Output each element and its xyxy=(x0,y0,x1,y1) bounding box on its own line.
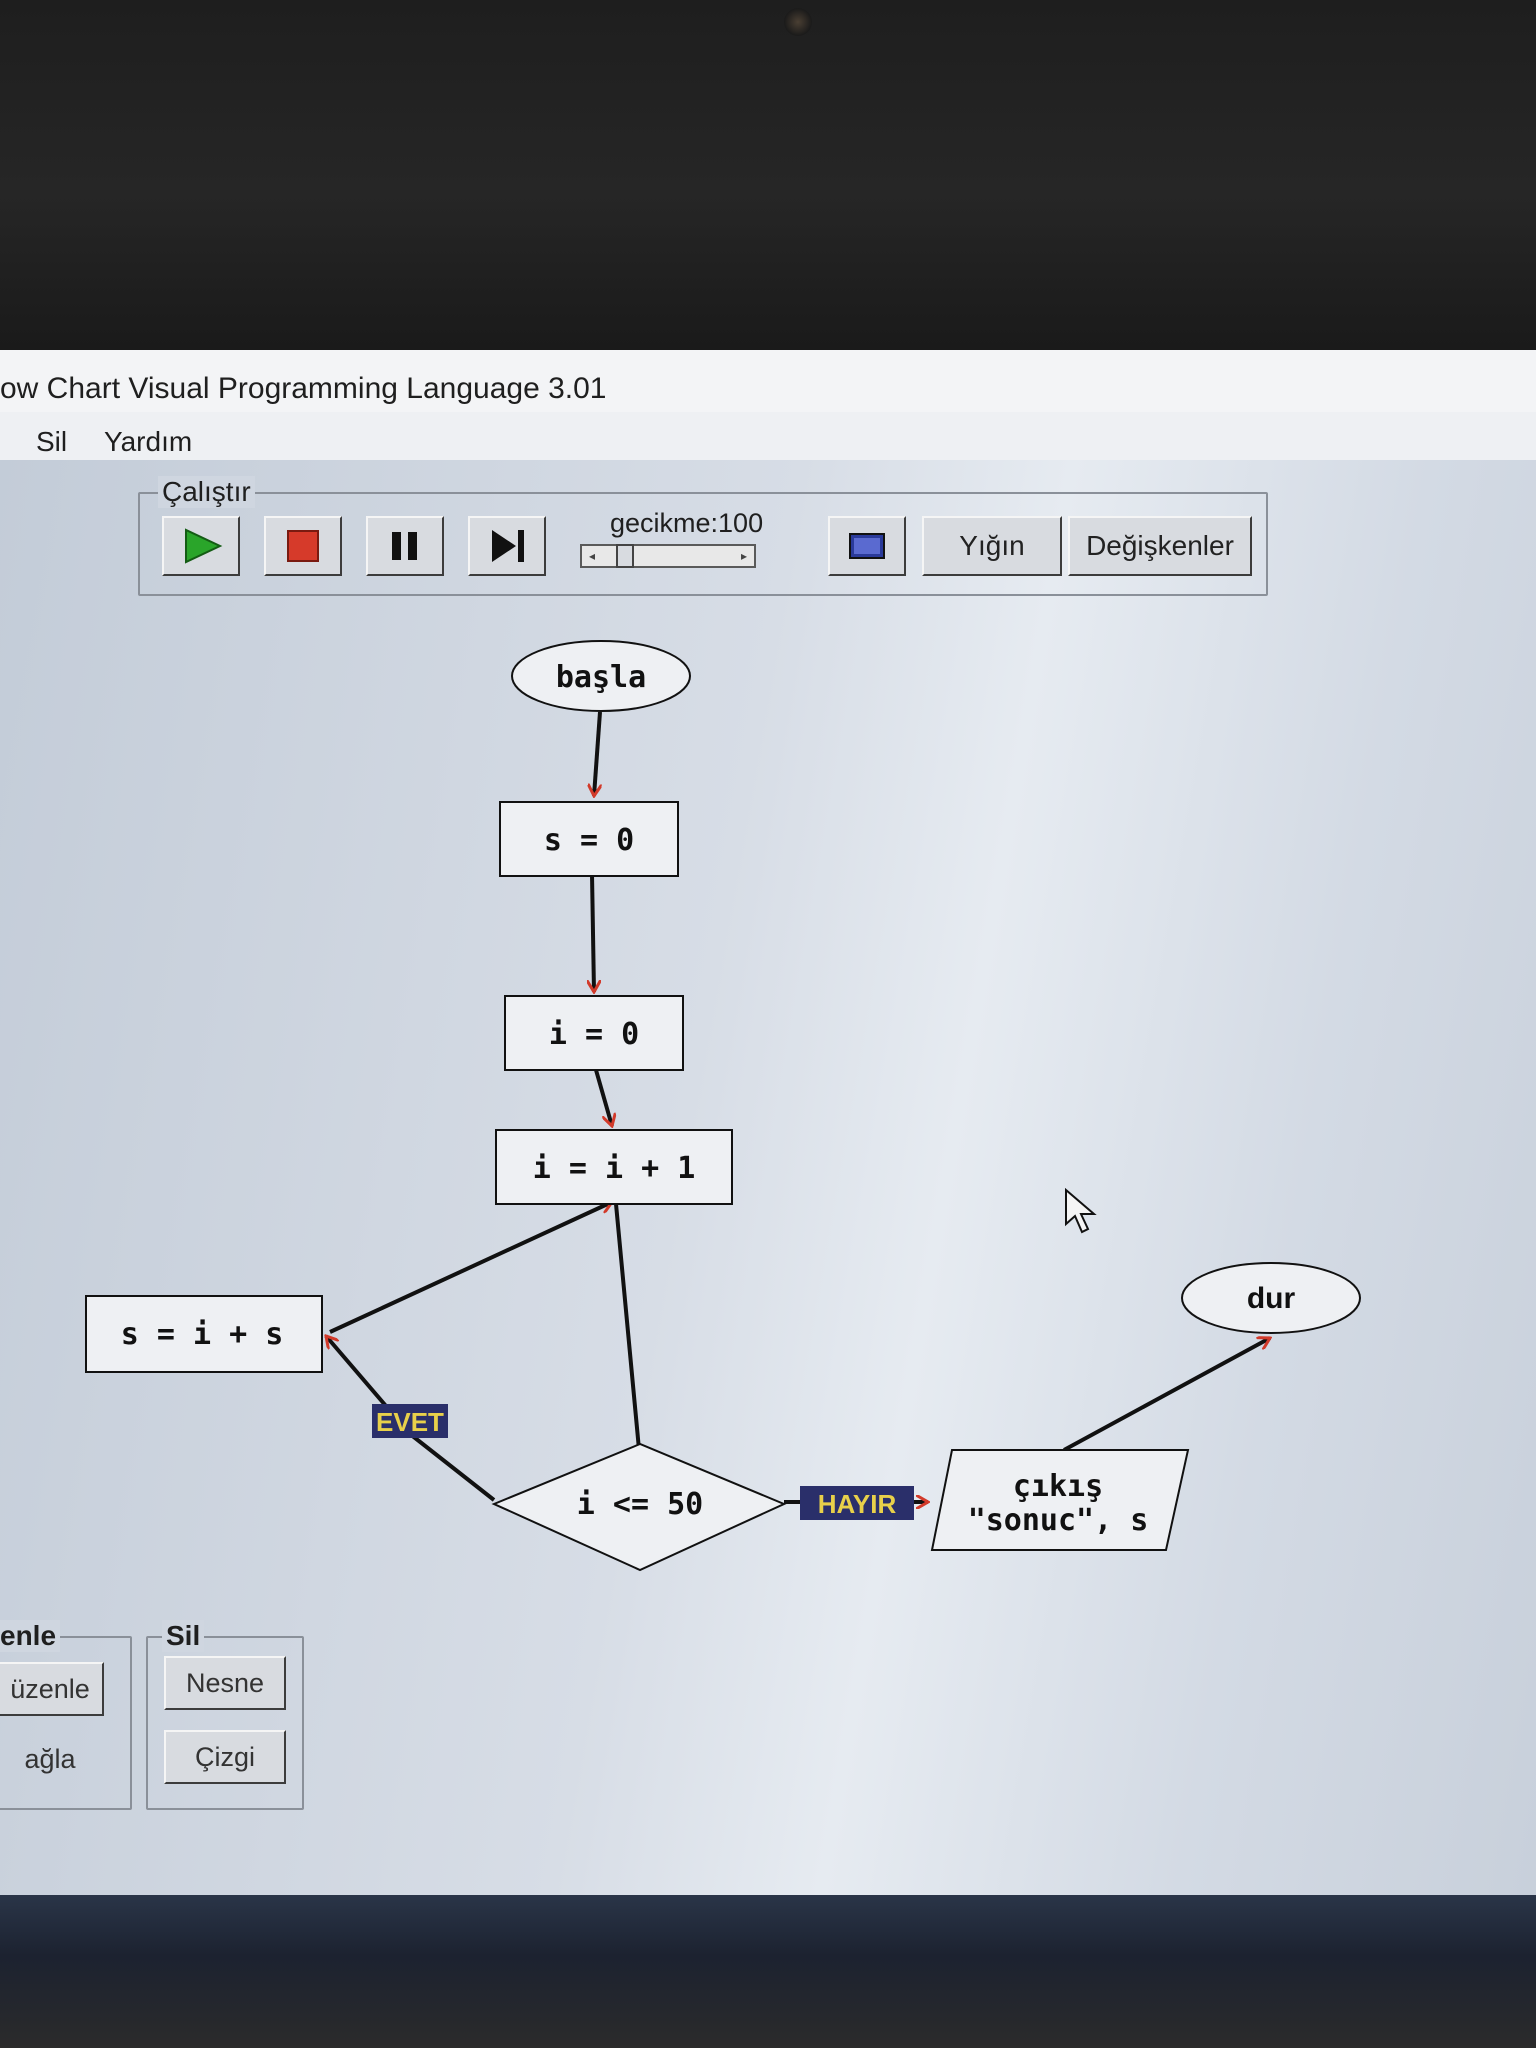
connect-button[interactable]: ağla xyxy=(24,1743,76,1774)
delay-label: gecikme:100 xyxy=(610,508,764,538)
stop-icon xyxy=(287,530,319,562)
menu-bar xyxy=(0,412,1536,460)
run-toolbar: Çalıştır xyxy=(138,476,1268,596)
title-bar: ow Chart Visual Programming Language 3.0… xyxy=(0,350,1536,412)
increment-label: i = i + 1 xyxy=(533,1151,696,1186)
flowchart-canvas[interactable]: Çalıştır xyxy=(0,460,1536,1895)
start-node[interactable] xyxy=(511,640,691,712)
condition-label: i <= 50 xyxy=(577,1487,703,1522)
mouse-cursor-icon xyxy=(1065,1188,1097,1234)
assign-s-node[interactable] xyxy=(499,801,679,877)
screen-button[interactable] xyxy=(828,516,906,576)
assign-s-label: s = 0 xyxy=(544,823,634,858)
slider-left-arrow-icon[interactable]: ◂ xyxy=(588,549,596,563)
yes-badge xyxy=(372,1404,448,1438)
arrow-s0-to-i0[interactable] xyxy=(592,873,594,992)
monitor-bezel-top xyxy=(0,0,1536,350)
arrow-increment-to-condition[interactable] xyxy=(614,1203,640,1460)
stop-button[interactable] xyxy=(264,516,342,576)
condition-node[interactable] xyxy=(491,1442,787,1572)
arrow-sum-to-increment[interactable] xyxy=(329,1202,612,1334)
screen-icon xyxy=(849,533,885,559)
no-label: HAYIR xyxy=(818,1489,897,1519)
edit-button[interactable]: üzenle xyxy=(0,1662,104,1716)
end-node[interactable] xyxy=(1181,1262,1361,1334)
slider-thumb[interactable] xyxy=(616,544,634,568)
edit-group: enle xyxy=(0,1620,132,1810)
play-icon xyxy=(185,528,223,564)
edit-group-label: enle xyxy=(0,1620,61,1652)
output-node[interactable] xyxy=(930,1449,1190,1551)
arrow-output-to-end[interactable] xyxy=(1063,1338,1270,1452)
variables-button[interactable]: Değişkenler xyxy=(1068,516,1252,576)
step-button[interactable] xyxy=(468,516,546,576)
delete-object-button[interactable]: Nesne xyxy=(164,1656,286,1710)
monitor-bezel-bottom xyxy=(0,1895,1536,2048)
assign-i-label: i = 0 xyxy=(549,1017,639,1052)
menu-yardim[interactable]: Yardım xyxy=(104,426,193,457)
flowchart-diagram: başla s = 0 i = 0 i = i + 1 s = i + s i … xyxy=(85,640,1361,1572)
sum-node[interactable] xyxy=(85,1295,323,1373)
window-title: ow Chart Visual Programming Language 3.0… xyxy=(0,372,607,405)
delete-group-label: Sil xyxy=(162,1620,205,1652)
play-button[interactable] xyxy=(162,516,240,576)
sum-label: s = i + s xyxy=(121,1317,284,1352)
increment-node[interactable] xyxy=(495,1129,733,1205)
start-node-label: başla xyxy=(556,660,646,695)
no-badge xyxy=(800,1486,914,1520)
assign-i-node[interactable] xyxy=(504,995,684,1071)
app-window: ow Chart Visual Programming Language 3.0… xyxy=(0,350,1536,1895)
pause-button[interactable] xyxy=(366,516,444,576)
arrow-i0-to-increment[interactable] xyxy=(594,1069,612,1126)
run-group-label: Çalıştır xyxy=(158,476,255,508)
slider-right-arrow-icon[interactable]: ▸ xyxy=(740,549,748,563)
output-label-line1: çıkış xyxy=(1013,1469,1103,1504)
stack-button[interactable]: Yığın xyxy=(922,516,1062,576)
menu-sil[interactable]: Sil xyxy=(36,426,68,457)
arrow-start-to-s0[interactable] xyxy=(594,711,602,796)
webcam-icon xyxy=(784,8,812,36)
delete-group: Sil xyxy=(146,1620,304,1810)
step-icon xyxy=(492,530,524,562)
output-label-line2: "sonuc", s xyxy=(968,1503,1149,1538)
yes-label: EVET xyxy=(376,1407,444,1437)
delete-line-button[interactable]: Çizgi xyxy=(164,1730,286,1784)
delay-slider[interactable]: ◂ ▸ xyxy=(580,544,756,568)
end-node-label: dur xyxy=(1247,1282,1296,1315)
pause-icon xyxy=(392,532,417,560)
